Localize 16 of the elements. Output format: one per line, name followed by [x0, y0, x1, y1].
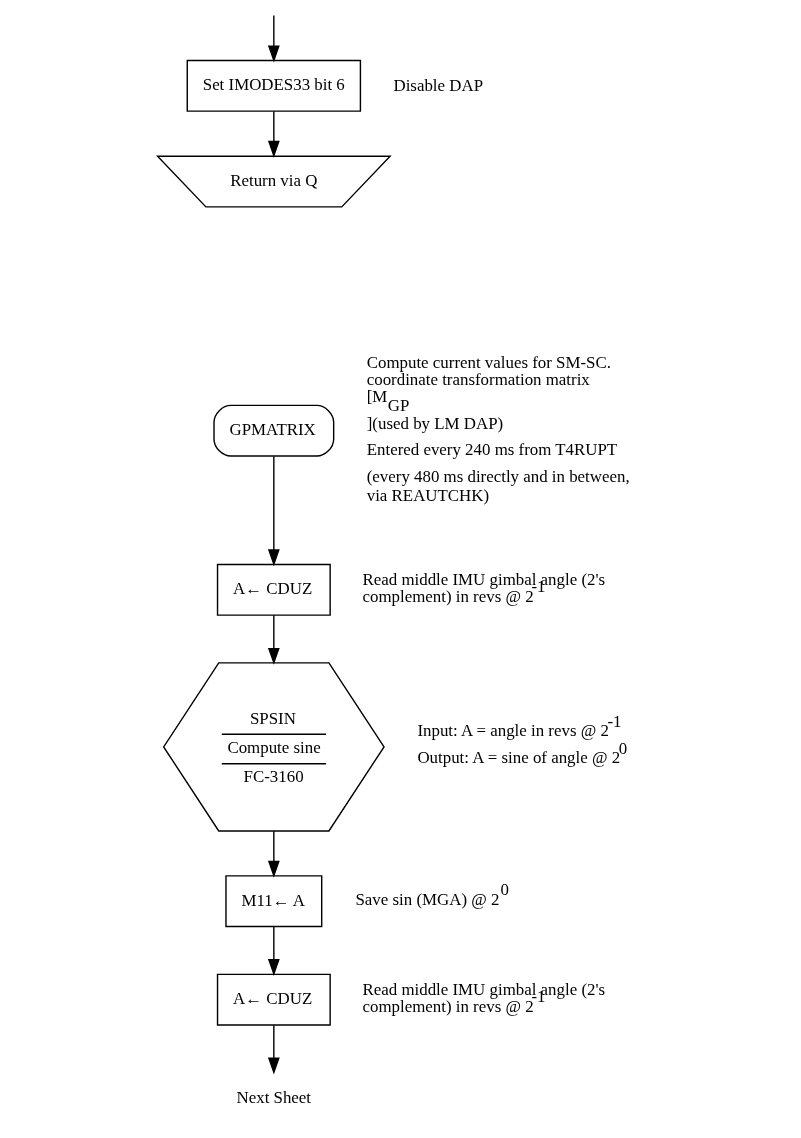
node-label: (every 480 ms directly and in between, via REAUTCHK) — [366, 467, 630, 505]
node-box: A← CDUZ — [216, 563, 331, 616]
node-box: A← CDUZ — [216, 973, 331, 1026]
node-box: M11← A — [225, 875, 323, 928]
node-box: GPMATRIX — [213, 404, 335, 457]
arrow — [267, 830, 280, 878]
arrow — [267, 455, 280, 567]
arrow — [267, 926, 280, 976]
node-label: Entered every 240 ms from T4RUPT — [366, 440, 618, 460]
node-label: Disable DAP — [393, 75, 484, 95]
arrow — [267, 14, 280, 63]
arrow — [267, 110, 280, 158]
arrow — [267, 614, 280, 665]
node-text: Next Sheet — [236, 1087, 312, 1107]
arrow — [267, 1024, 280, 1075]
node-box: Set IMODES33 bit 6 — [186, 59, 362, 112]
